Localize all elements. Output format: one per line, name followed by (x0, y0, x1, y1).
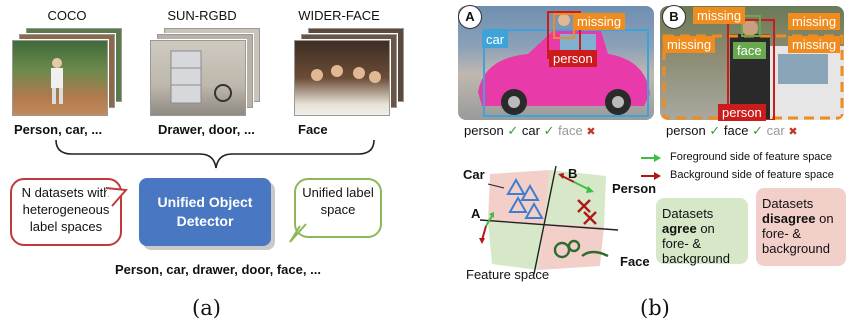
check-icon: ✓ (543, 123, 555, 138)
region-top-left (488, 170, 550, 224)
region-top-right (544, 170, 606, 226)
panel-b-tag-missing-left: missing (663, 36, 716, 53)
unified-label-bubble: Unified label space (294, 178, 382, 238)
sun-rgbd-photo (150, 40, 246, 116)
agree-box: Datasets agree on fore- & background (656, 198, 748, 266)
background-legend-text: Background side of feature space (670, 169, 834, 181)
check-icon: ✓ (507, 123, 519, 138)
feature-space-diagram (479, 165, 619, 275)
sun-rgbd-image-stack (150, 28, 262, 118)
curly-brace (55, 139, 375, 169)
panel-b-status-car: car (766, 123, 785, 138)
feature-label-person: Person (612, 181, 657, 196)
wider-face-image-stack (294, 28, 406, 118)
disagree-post: on fore- & background (762, 211, 834, 256)
panel-a-tag-missing: missing (573, 13, 626, 30)
pink-car-figure (478, 11, 650, 117)
disagree-pre: Datasets (762, 196, 814, 211)
coco-photo (12, 40, 108, 116)
agree-post: on fore- & background (662, 221, 730, 266)
panel-a-tag-person: person (549, 50, 597, 67)
disagree-bold: disagree (762, 211, 816, 226)
dinner-party-figure (311, 65, 381, 83)
panel-b-status-face: face (723, 123, 749, 138)
feature-label-face: Face (620, 254, 650, 269)
unified-label-text: Unified label space (302, 185, 374, 217)
panel-a-status: person ✓ car ✓ face ✖ (464, 123, 596, 139)
right-bubble-tail (289, 223, 307, 243)
panel-a-letter: A (458, 5, 482, 29)
dataset-labels-wider-face: Face (298, 122, 328, 137)
dataset-labels-sun-rgbd: Drawer, door, ... (158, 122, 255, 137)
unified-object-detector-box: Unified Object Detector (139, 178, 271, 246)
unified-labels-list: Person, car, drawer, door, face, ... (115, 262, 321, 277)
feature-label-car: Car (463, 167, 485, 182)
check-icon: ✓ (709, 123, 721, 138)
panel-b-tag-missing-right: missing (788, 36, 841, 53)
panel-a-tag-car: car (482, 31, 509, 48)
panel-b-letter: B (662, 5, 686, 29)
dataset-title-wider-face: WIDER-FACE (298, 8, 380, 23)
agree-pre: Datasets (662, 206, 714, 221)
panel-a-status-car: car (521, 123, 540, 138)
left-bubble-tail (105, 187, 128, 207)
dataset-labels-coco: Person, car, ... (14, 122, 103, 137)
caption-a: (a) (192, 296, 221, 320)
agree-bold: agree (662, 221, 697, 236)
caption-b: (b) (640, 296, 670, 320)
disagree-box: Datasets disagree on fore- & background (756, 188, 846, 266)
panel-b-tag-missing-top: missing (693, 7, 746, 24)
heterogeneous-label-bubble: N datasets with heterogeneous label spac… (10, 178, 122, 246)
foreground-legend-arrow (641, 154, 661, 162)
panel-b-tag-person: person (718, 104, 766, 121)
cross-icon: ✖ (788, 126, 798, 138)
wider-face-photo (294, 40, 390, 116)
heterogeneous-label-text: N datasets with heterogeneous label spac… (21, 185, 111, 234)
dataset-title-coco: COCO (47, 8, 87, 23)
feature-space-label: Feature space (466, 267, 550, 282)
baseball-player-figure (51, 58, 63, 104)
check-icon: ✓ (752, 123, 764, 138)
panel-b-tag-face: face (733, 42, 766, 59)
drawer-cabinet-figure (170, 50, 232, 104)
feature-label-b: B (568, 166, 578, 181)
dataset-title-sun-rgbd: SUN-RGBD (167, 8, 237, 23)
panel-a-status-person: person (464, 123, 504, 138)
panel-a-status-face: face (558, 123, 583, 138)
panel-b-tag-missing-right-top: missing (788, 13, 841, 30)
coco-image-stack (12, 28, 124, 118)
panel-b-status: person ✓ face ✓ car ✖ (666, 123, 798, 139)
foreground-legend-text: Foreground side of feature space (670, 151, 833, 163)
cross-icon: ✖ (586, 126, 596, 138)
feature-label-a: A (471, 206, 481, 221)
region-bottom-left (488, 222, 544, 270)
panel-b-status-person: person (666, 123, 706, 138)
unified-object-detector-label: Unified Object Detector (157, 194, 253, 229)
background-legend-arrow (641, 172, 661, 180)
region-bottom-right (538, 224, 604, 270)
